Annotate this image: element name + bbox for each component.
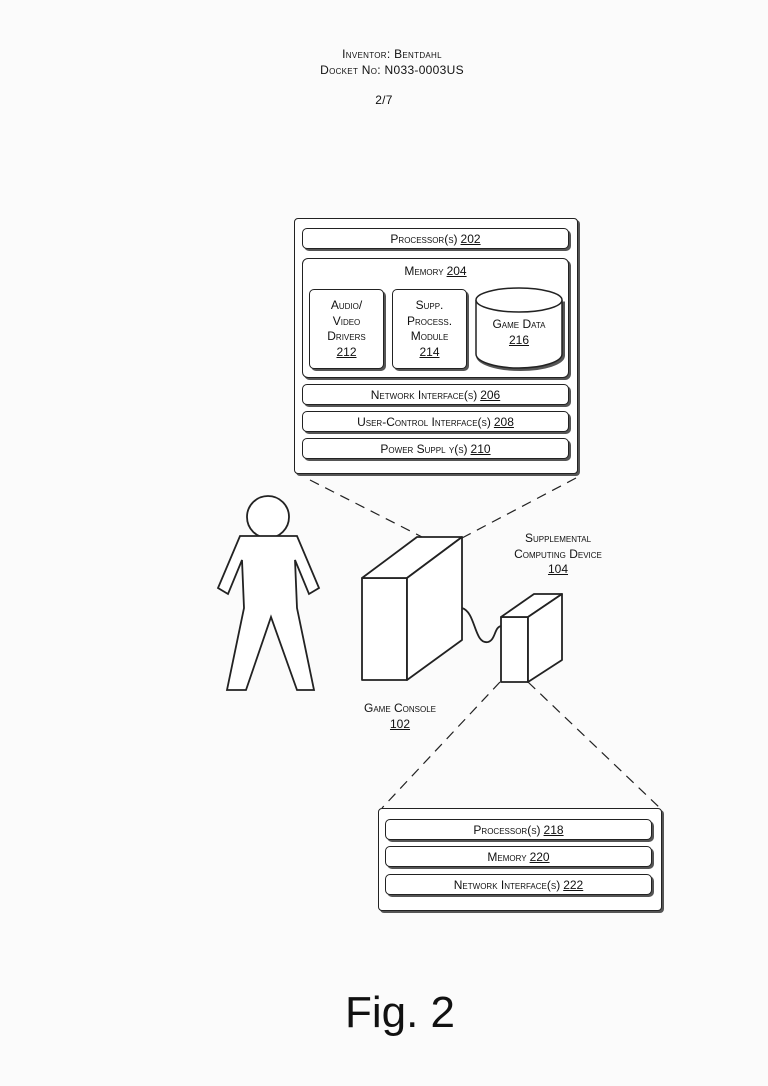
power-bar-210: Power Suppl y(s) 210	[302, 438, 569, 459]
supp-network-bar-222: Network Interface(s) 222	[385, 874, 652, 895]
docket-line: Docket No: N033-0003US	[320, 63, 464, 77]
supp-memory-number: 220	[529, 849, 550, 864]
game-console-number: 102	[389, 716, 411, 731]
supp-memory-bar-220: Memory 220	[385, 846, 652, 867]
av-number: 212	[336, 344, 357, 359]
game-data-label: Game Data	[492, 317, 546, 331]
processor-number: 202	[460, 231, 481, 246]
game-console-caption: Game Console 102	[345, 701, 455, 732]
supplemental-device-caption: Supplemental Computing Device 104	[488, 531, 628, 578]
cable-icon	[461, 607, 503, 643]
supp-module-box-214: Supp. Process. Module 214	[392, 289, 467, 369]
supp-device-line2: Computing Device	[514, 546, 602, 561]
game-data-cylinder-icon	[475, 287, 565, 371]
processor-label: Processor(s)	[390, 231, 458, 246]
network-number: 206	[480, 387, 501, 402]
game-console-icon	[361, 536, 463, 681]
person-icon	[216, 495, 321, 691]
supp-processor-label: Processor(s)	[473, 822, 541, 837]
supplemental-device-icon	[500, 593, 563, 683]
power-number: 210	[470, 441, 491, 456]
user-control-label: User-Control Interface(s)	[357, 414, 491, 429]
supp-memory-label: Memory	[487, 849, 527, 864]
processor-bar-202: Processor(s) 202	[302, 228, 569, 249]
memory-number: 204	[446, 264, 467, 278]
network-bar-206: Network Interface(s) 206	[302, 384, 569, 405]
memory-label: Memory	[404, 264, 444, 278]
av-line3: Drivers	[327, 329, 366, 343]
supp-line2: Process.	[406, 313, 453, 328]
supp-network-number: 222	[563, 877, 584, 892]
console-callout-lines	[309, 477, 577, 539]
supp-device-number: 104	[547, 562, 569, 576]
av-line2: Video	[332, 313, 361, 328]
supp-network-label: Network Interface(s)	[453, 877, 561, 892]
inventor-line: Inventor: Bentdahl	[342, 47, 442, 61]
supp-callout-lines	[381, 681, 661, 809]
supp-number: 214	[419, 344, 440, 359]
av-drivers-box-212: Audio/ Video Drivers 212	[309, 289, 384, 369]
power-label: Power Suppl y(s)	[380, 441, 468, 456]
game-console-label: Game Console	[363, 701, 436, 715]
figure-label: Fig. 2	[344, 988, 456, 1037]
supp-line1: Supp.	[415, 298, 444, 312]
supp-processor-number: 218	[543, 822, 564, 837]
av-line1: Audio/	[330, 298, 363, 312]
game-data-caption: Game Data 216	[474, 317, 564, 348]
sheet-number: 2/7	[375, 93, 393, 107]
game-data-number: 216	[508, 332, 530, 347]
supp-processor-bar-218: Processor(s) 218	[385, 819, 652, 840]
supp-device-line1: Supplemental	[524, 531, 592, 545]
user-control-number: 208	[493, 414, 514, 429]
user-control-bar-208: User-Control Interface(s) 208	[302, 411, 569, 432]
network-label: Network Interface(s)	[370, 387, 478, 402]
supp-line3: Module	[410, 329, 449, 343]
